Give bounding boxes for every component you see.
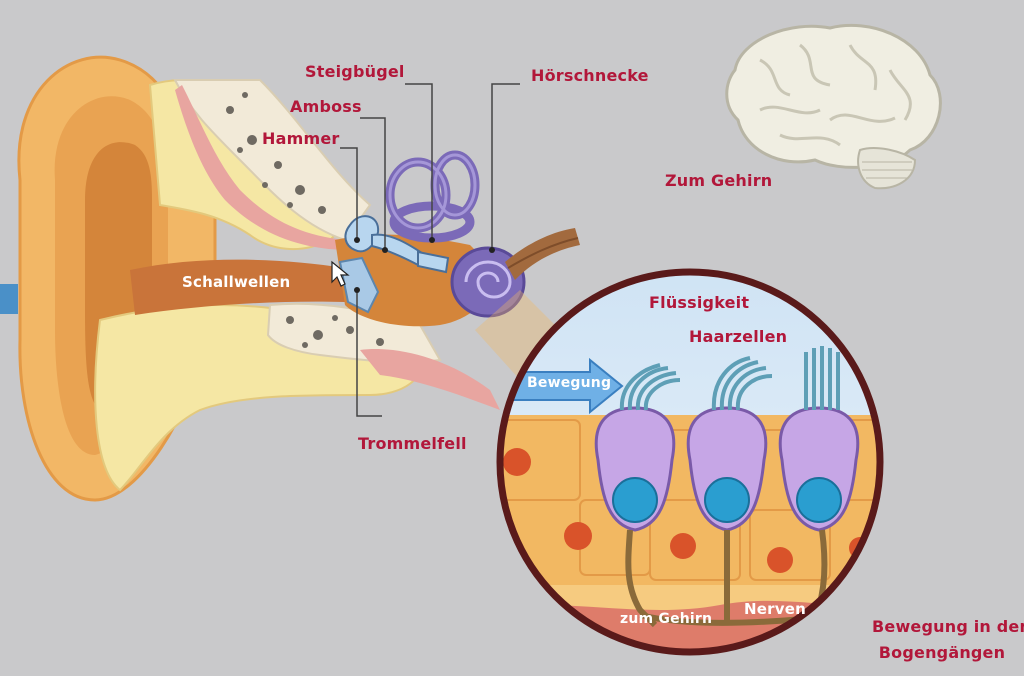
label-nerven: Nerven bbox=[744, 600, 806, 618]
hammer-bone bbox=[344, 215, 380, 253]
zoom-connector bbox=[475, 290, 560, 380]
lower-tissue bbox=[94, 302, 500, 492]
hair-cell-2 bbox=[686, 356, 773, 625]
label-hoerschnecke: Hörschnecke bbox=[531, 66, 649, 85]
hair-cells bbox=[594, 346, 860, 628]
label-zum-gehirn-nerve: zum Gehirn bbox=[620, 611, 713, 627]
upper-tissue bbox=[148, 79, 372, 251]
movement-arrow-icon bbox=[511, 357, 624, 415]
edge-marker bbox=[0, 284, 18, 314]
label-bewegung-bogengaenge-1: Bewegung in den bbox=[872, 617, 1024, 636]
brain-icon bbox=[725, 23, 942, 190]
label-amboss: Amboss bbox=[290, 97, 362, 116]
label-trommelfell: Trommelfell bbox=[358, 434, 467, 453]
stirrup-bone bbox=[417, 250, 450, 274]
label-haarzellen: Haarzellen bbox=[689, 327, 788, 346]
label-zum-gehirn: Zum Gehirn bbox=[665, 171, 773, 190]
label-bewegung-bogengaenge-2: Bogengängen bbox=[878, 643, 1006, 662]
cursor-icon bbox=[331, 260, 350, 287]
hair-cell-3 bbox=[778, 346, 860, 622]
eardrum bbox=[338, 256, 380, 314]
label-schallwellen: Schallwellen bbox=[182, 273, 291, 291]
label-fluessigkeit: Flüssigkeit bbox=[649, 293, 750, 312]
hair-cell-1 bbox=[594, 363, 681, 628]
auditory-nerve bbox=[505, 228, 580, 280]
label-hammer: Hammer bbox=[262, 129, 340, 148]
ear-canal bbox=[130, 259, 345, 315]
cochlea bbox=[450, 246, 526, 318]
leader-lines bbox=[340, 83, 520, 417]
label-bewegung: Bewegung bbox=[527, 375, 612, 391]
label-steigbuegel: Steigbügel bbox=[305, 62, 405, 81]
